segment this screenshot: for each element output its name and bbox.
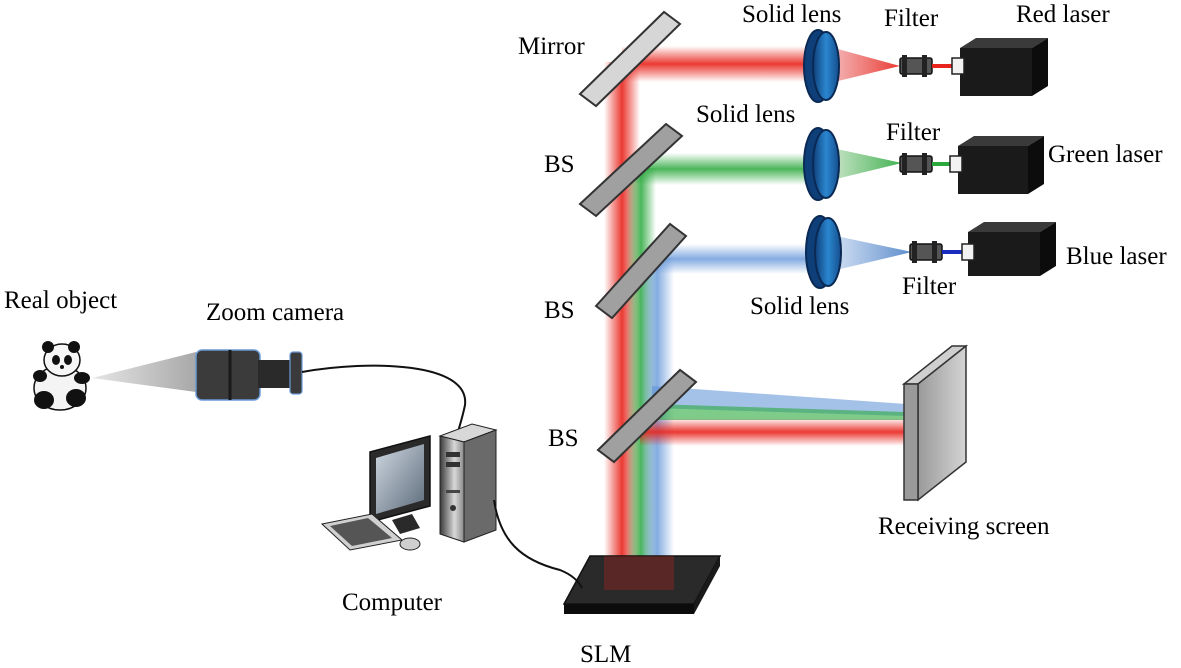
green-beam-horizontal [636,153,806,185]
filter-red-label: Filter [884,5,939,32]
light-beams [604,46,912,590]
green-beam-cone [832,148,902,180]
filters [899,55,965,263]
filter-blue-label: Filter [902,273,957,300]
blue-laser-label: Blue laser [1066,243,1167,270]
zoom-camera-label: Zoom camera [206,299,344,326]
bs-1-label: BS [544,151,575,178]
red-beam-cone [834,48,900,82]
solid-lens-blue [805,215,842,289]
green-laser-label: Green laser [1048,141,1163,168]
bs-3-label: BS [548,425,579,452]
mirror [578,10,682,108]
solid-lens-green-label: Solid lens [696,101,795,128]
filter-green [899,153,955,175]
solid-lenses [803,29,842,289]
receiving-screen-label: Receiving screen [878,513,1050,540]
solid-lens-red [803,29,840,103]
bs-2-label: BS [544,297,575,324]
blue-laser [961,222,1056,276]
camera-cable [301,364,467,441]
computer-label: Computer [342,589,443,616]
solid-lens-blue-label: Solid lens [750,293,849,320]
blue-beam-cone [836,236,912,270]
red-beam-horizontal [622,46,807,82]
green-beam-to-screen [652,404,906,420]
zoom-camera [92,349,467,441]
filter-blue [909,241,965,263]
red-beam-to-screen [640,418,908,446]
beam-splitter-3 [596,368,698,464]
filter-red [899,55,955,77]
panda-object [33,341,90,411]
beam-splitter-2 [594,222,688,320]
lasers [949,38,1056,276]
solid-lens-green [803,127,840,201]
real-object-label: Real object [4,287,117,314]
slm-label: SLM [580,641,631,668]
camera-view-cone [92,352,196,392]
green-laser [949,136,1044,194]
beam-splitter-1 [578,122,684,218]
labels: Mirror Solid lens Filter Red laser Solid… [4,1,1167,668]
receiving-screen [901,344,969,502]
blue-beam-horizontal [656,244,808,274]
computer-cable [493,499,583,589]
slm-device [562,555,722,614]
mirror-label: Mirror [518,33,585,60]
solid-lens-red-label: Solid lens [742,1,841,28]
red-laser-label: Red laser [1016,1,1110,28]
filter-green-label: Filter [886,119,941,146]
red-laser [951,38,1048,96]
beam-splitters [578,10,698,464]
computer [320,423,583,589]
